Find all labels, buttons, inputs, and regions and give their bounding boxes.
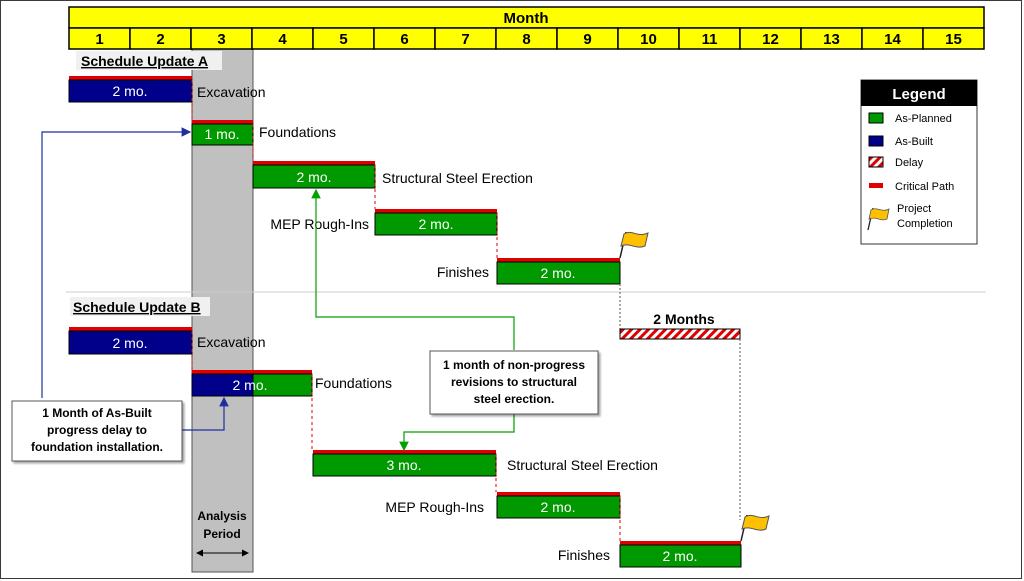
- asbuilt-delay-callout: 1 Month of As-Built progress delay to fo…: [11, 400, 183, 462]
- analysis-period-label: Analysis Period: [196, 509, 249, 557]
- bar-duration: 2 mo.: [296, 169, 331, 185]
- critical-path-mark: [253, 161, 375, 165]
- task-label-finishes-a: Finishes: [437, 264, 489, 280]
- revision-callout-arrows: [311, 188, 515, 452]
- delay-bar: [619, 328, 741, 340]
- as-planned-bar-finishes-b: [619, 544, 742, 568]
- as-planned-bar-mep-a: [374, 212, 498, 236]
- bar-duration: 2 mo.: [112, 335, 147, 351]
- legend-swatch-delay: [868, 156, 884, 168]
- legend: Legend As-Planned As-Built Delay Critica…: [860, 79, 978, 245]
- month-label: 3: [217, 31, 225, 48]
- task-label-finishes-b: Finishes: [558, 547, 610, 563]
- month-label: 6: [400, 31, 408, 48]
- critical-path-mark: [69, 76, 192, 80]
- legend-label-completion: Project: [897, 203, 931, 215]
- critical-path-mark: [497, 492, 620, 496]
- legend-label-critical-path: Critical Path: [895, 181, 954, 193]
- bar-duration: 2 mo.: [232, 377, 267, 393]
- as-planned-bar-steel-b: [312, 453, 497, 477]
- legend-label-as-planned: As-Planned: [895, 113, 952, 125]
- as-planned-bar-foundations-a: [191, 123, 254, 146]
- critical-path-mark: [192, 120, 253, 124]
- asbuilt-callout-arrows: [41, 127, 229, 431]
- task-label-excavation-a: Excavation: [197, 84, 265, 100]
- project-completion-flag-a: [619, 231, 649, 259]
- as-built-bar-excavation-a: [68, 79, 193, 103]
- bar-duration: 2 mo.: [540, 265, 575, 281]
- legend-label-completion: Completion: [897, 218, 953, 230]
- legend-label-as-built: As-Built: [895, 136, 933, 148]
- as-planned-bar-finishes-a: [496, 261, 621, 285]
- bar-duration: 1 mo.: [204, 126, 239, 142]
- month-label: 4: [278, 31, 287, 48]
- bar-duration: 2 mo.: [540, 499, 575, 515]
- task-label-steel-b: Structural Steel Erection: [507, 457, 658, 473]
- callout-line: foundation installation.: [31, 440, 163, 454]
- as-planned-bar-mep-b: [496, 495, 621, 519]
- bar-duration: 3 mo.: [386, 457, 421, 473]
- month-label: 11: [702, 31, 718, 48]
- month-label: 10: [640, 31, 657, 48]
- task-label-mep-b: MEP Rough-Ins: [385, 499, 484, 515]
- delay-label: 2 Months: [653, 311, 715, 327]
- callout-line: 1 Month of As-Built: [42, 406, 152, 420]
- revisions-callout: 1 month of non-progress revisions to str…: [429, 350, 599, 415]
- as-planned-bar-steel-a: [252, 164, 376, 189]
- task-label-foundations-b: Foundations: [315, 375, 392, 391]
- task-label-steel-a: Structural Steel Erection: [382, 170, 533, 186]
- bar-duration: 2 mo.: [418, 216, 453, 232]
- legend-swatch-critical-path: [869, 183, 883, 188]
- update-a: Schedule Update A 2 mo. Excavation 1 mo.…: [68, 51, 649, 330]
- analysis-label-line1: Analysis: [197, 509, 247, 523]
- task-label-foundations-a: Foundations: [259, 124, 336, 140]
- legend-flag-icon: [867, 207, 890, 231]
- update-a-title: Schedule Update A: [81, 53, 208, 69]
- month-label: 9: [583, 31, 591, 48]
- critical-path-mark: [620, 541, 741, 545]
- update-b-title-bg: [70, 297, 210, 316]
- update-b-title: Schedule Update B: [73, 299, 201, 315]
- legend-swatch-as-planned: [868, 112, 884, 124]
- month-title: Month: [504, 10, 549, 27]
- update-b: Schedule Update B 2 mo. Excavation 2 mo.…: [68, 297, 770, 568]
- month-label: 12: [762, 31, 779, 48]
- callout-line: 1 month of non-progress: [443, 358, 585, 372]
- bar-duration: 2 mo.: [662, 548, 697, 564]
- callout-line: steel erection.: [474, 392, 555, 406]
- logic-links-b: [191, 331, 621, 541]
- month-label: 13: [823, 31, 840, 48]
- month-label: 1: [95, 31, 103, 48]
- critical-path-mark: [375, 209, 497, 213]
- month-label: 14: [884, 31, 901, 48]
- task-label-mep-a: MEP Rough-Ins: [270, 216, 369, 232]
- month-cell: [922, 27, 985, 50]
- bar-duration: 2 mo.: [112, 83, 147, 99]
- legend-title: Legend: [892, 86, 945, 103]
- legend-header: [861, 80, 977, 106]
- task-label-excavation-b: Excavation: [197, 334, 265, 350]
- project-completion-flag-b: [740, 514, 770, 542]
- analysis-label-line2: Period: [203, 527, 240, 541]
- critical-path-mark: [497, 258, 620, 262]
- month-label: 7: [461, 31, 469, 48]
- critical-path-mark: [69, 327, 192, 331]
- as-planned-bar-foundations-b: [252, 373, 313, 397]
- callout-line: revisions to structural: [451, 375, 577, 389]
- as-built-bar-excavation-b: [68, 330, 193, 355]
- month-label: 2: [156, 31, 164, 48]
- month-label: 15: [945, 31, 962, 48]
- update-a-title-bg: [76, 51, 222, 70]
- month-label: 5: [339, 31, 347, 48]
- critical-path-mark: [313, 450, 496, 454]
- legend-swatch-as-built: [868, 135, 884, 147]
- logic-links-a: [191, 80, 498, 258]
- legend-label-delay: Delay: [895, 157, 924, 169]
- critical-path-mark: [192, 370, 312, 374]
- callout-line: progress delay to: [47, 423, 147, 437]
- month-label: 8: [522, 31, 530, 48]
